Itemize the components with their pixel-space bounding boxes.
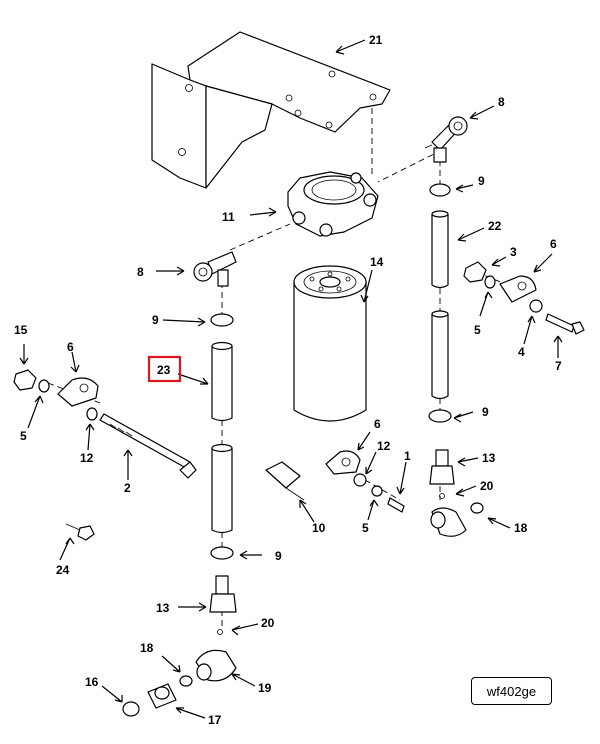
callout-16: 16 — [85, 675, 99, 689]
callout-5-middle: 5 — [362, 521, 369, 535]
filter-head — [287, 171, 379, 237]
callout-8-lower: 8 — [137, 265, 144, 279]
left-bolt-stack — [13, 369, 197, 479]
fuel-hose-left — [211, 341, 233, 534]
shutoff-valve-lower — [193, 251, 237, 287]
fuel-filter-element — [293, 265, 367, 422]
callout-7: 7 — [555, 359, 562, 373]
callout-19: 19 — [258, 681, 272, 695]
callout-4: 4 — [518, 345, 525, 359]
figure-code-label: wf402ge — [471, 677, 552, 705]
callout-13-right: 13 — [482, 451, 496, 465]
callout-9-lower-left: 9 — [275, 549, 282, 563]
shutoff-valve-upper — [424, 116, 468, 163]
callout-12-middle: 12 — [377, 439, 391, 453]
callout-1: 1 — [404, 449, 411, 463]
callout-17: 17 — [208, 713, 222, 727]
right-bolt-stack — [463, 261, 585, 335]
assembly-lines — [47, 108, 521, 630]
callout-12-left: 12 — [80, 451, 94, 465]
callout-8-upper: 8 — [498, 95, 505, 109]
fitting-right — [429, 449, 484, 537]
callout-20-left: 20 — [261, 616, 275, 630]
middle-clamp-stack — [325, 450, 405, 513]
fitting-left — [122, 575, 237, 717]
callout-23: 23 — [157, 363, 171, 377]
callout-6-left: 6 — [67, 340, 74, 354]
callout-10: 10 — [312, 521, 326, 535]
callout-5-left: 5 — [20, 429, 27, 443]
callout-18-right: 18 — [514, 521, 528, 535]
callout-22: 22 — [488, 219, 502, 233]
callout-6-right: 6 — [550, 237, 557, 251]
screw — [65, 523, 95, 541]
callout-14: 14 — [370, 255, 384, 269]
callout-13-left: 13 — [156, 601, 170, 615]
callout-9-lower-right: 9 — [482, 405, 489, 419]
callout-24: 24 — [56, 563, 70, 577]
callout-20-right: 20 — [480, 479, 494, 493]
callout-2: 2 — [124, 481, 131, 495]
callout-11: 11 — [222, 210, 235, 224]
callout-15: 15 — [14, 323, 28, 337]
callout-9-upper-left: 9 — [152, 313, 159, 327]
callout-21: 21 — [369, 33, 383, 47]
callout-9-upper-right: 9 — [478, 174, 485, 188]
callout-18-left: 18 — [140, 641, 154, 655]
mounting-bracket — [151, 31, 391, 189]
leader-arrows — [19, 39, 563, 719]
highlighted-callout-23: 23 — [147, 355, 182, 383]
callout-6-middle: 6 — [374, 417, 381, 431]
hose-tie — [265, 461, 305, 501]
fuel-hose-right — [431, 210, 449, 400]
hose-clamp-1 — [210, 183, 452, 560]
callout-labels: 21 8 11 9 22 14 3 6 8 9 5 15 6 4 7 5 12 … — [14, 33, 562, 727]
callout-5-right: 5 — [474, 323, 481, 337]
callout-3: 3 — [510, 245, 517, 259]
